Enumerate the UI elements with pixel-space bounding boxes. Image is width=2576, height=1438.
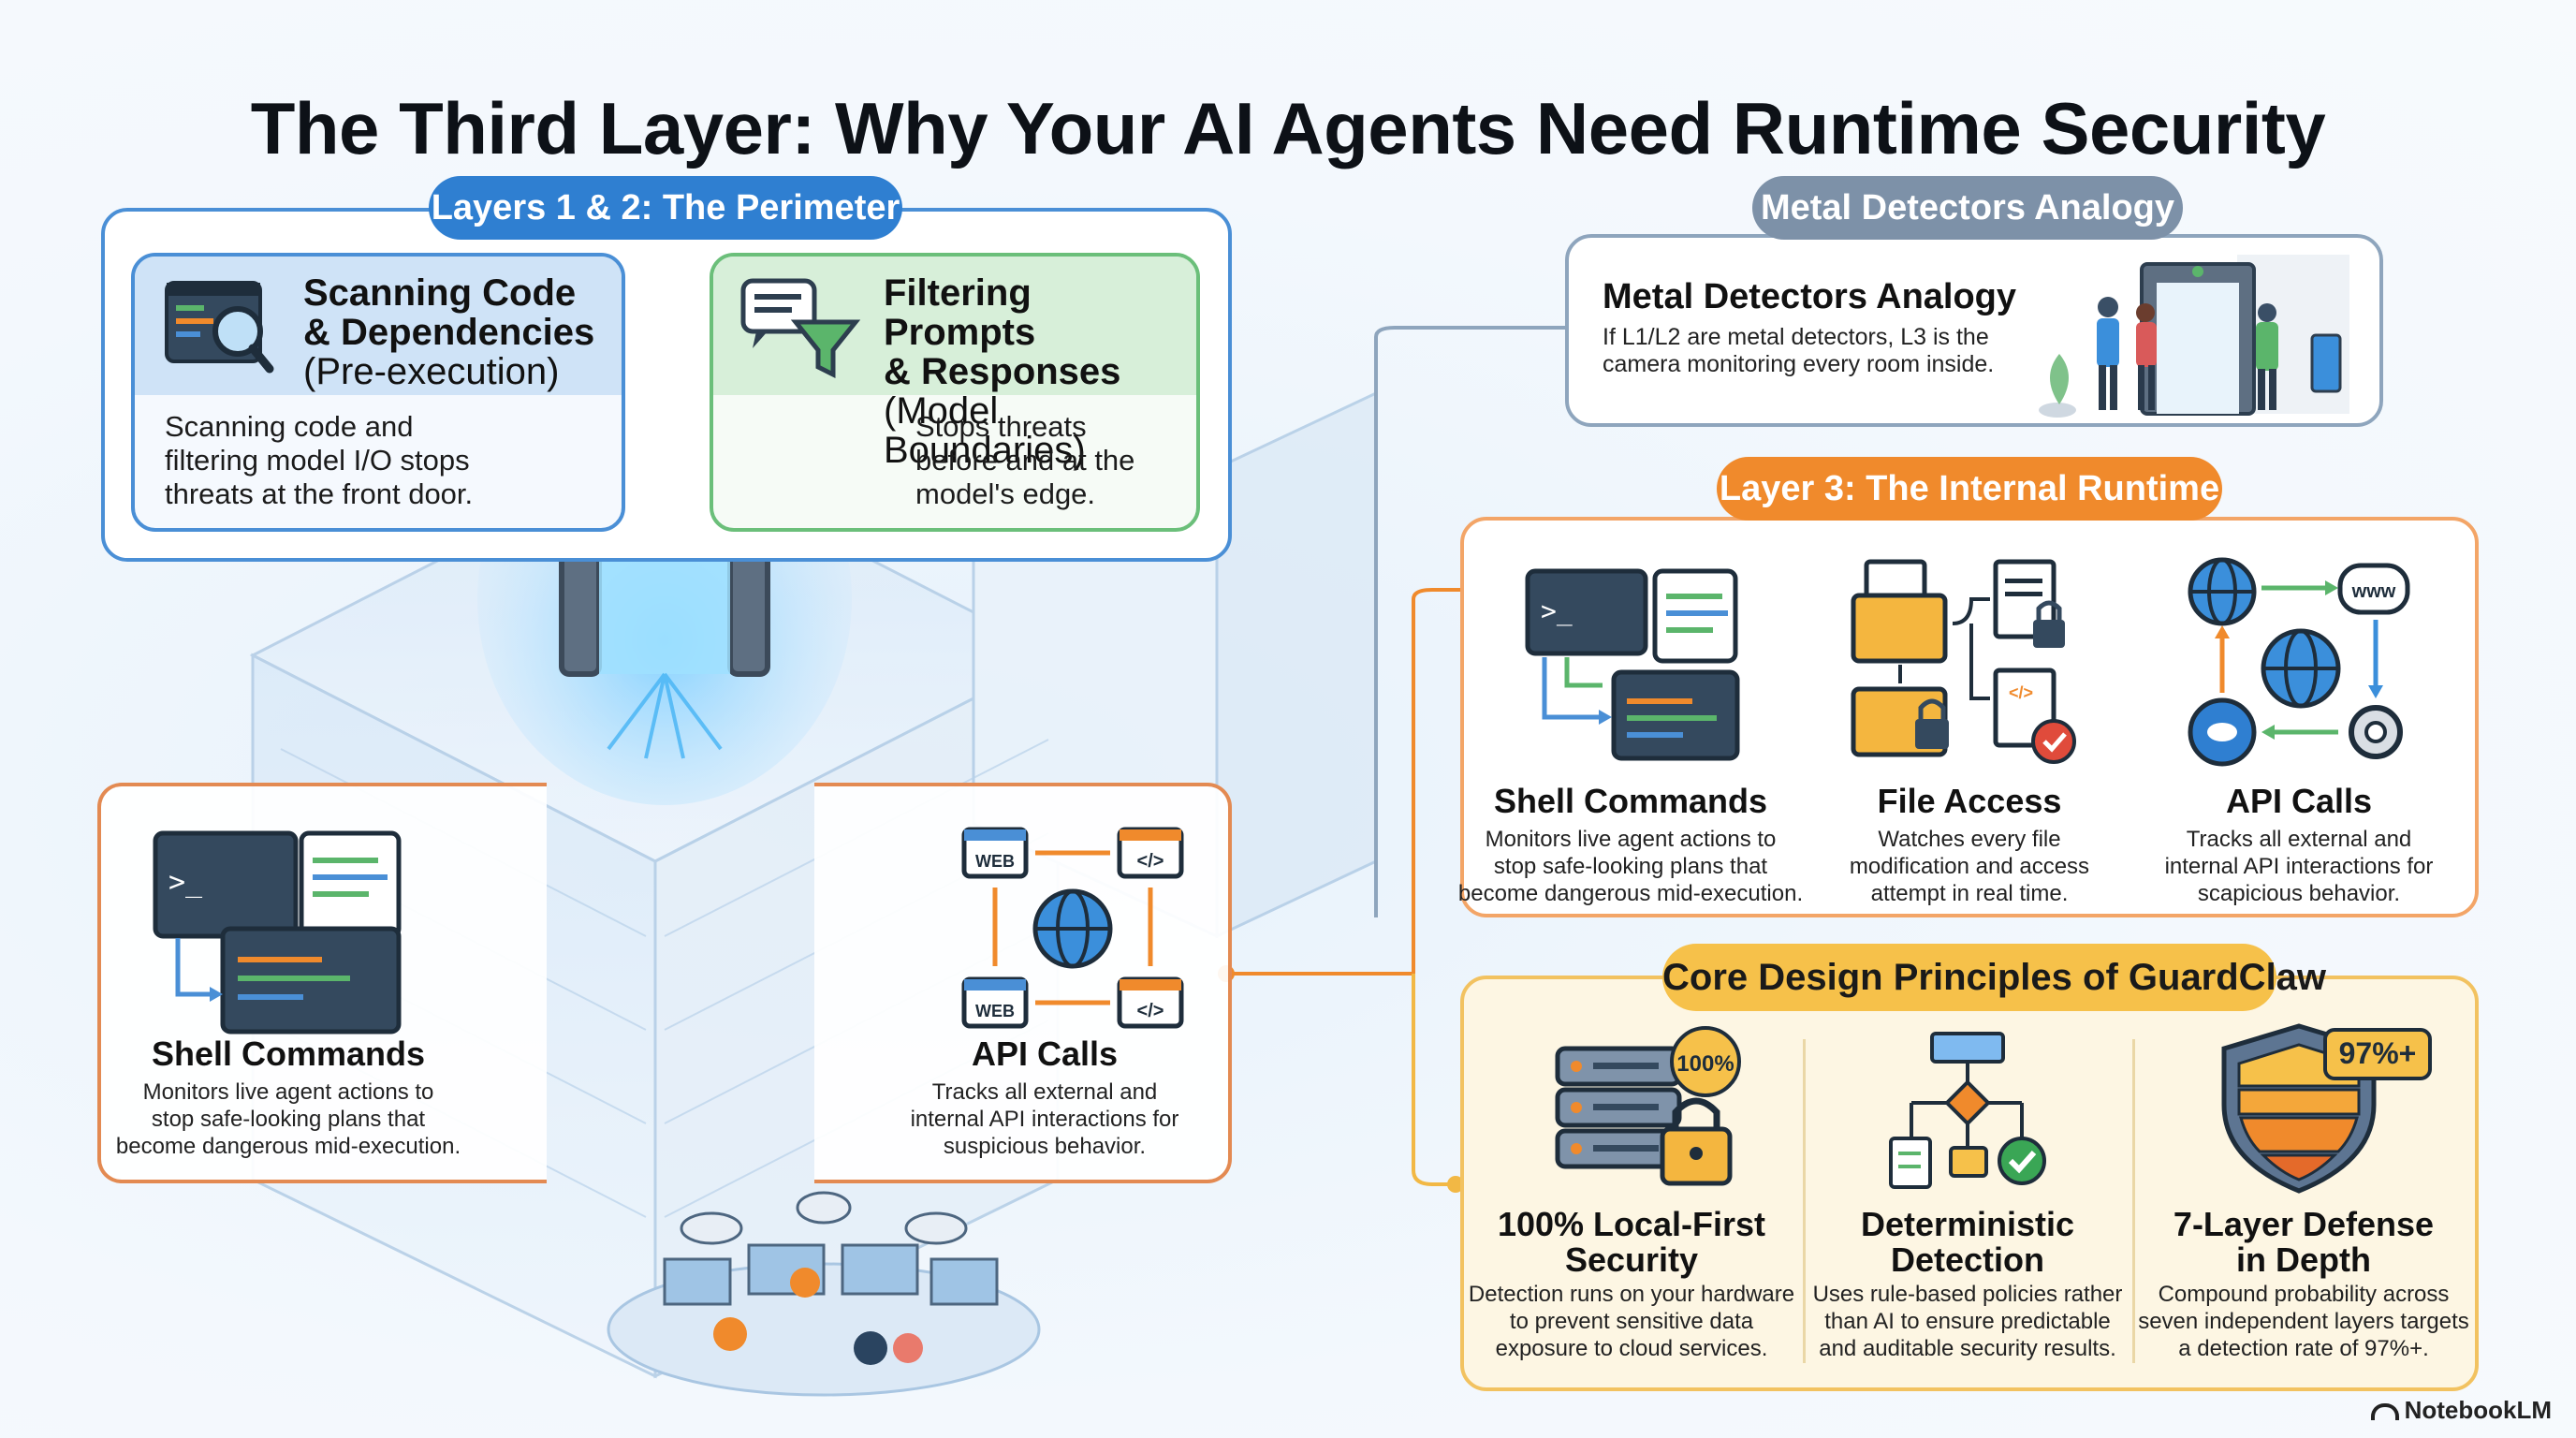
- api-globe-network-icon: www: [2188, 557, 2410, 767]
- connector-metal: [1374, 326, 1568, 917]
- defense-badge: 97%+: [2339, 1036, 2417, 1070]
- local-desc-line3: exposure to cloud services.: [1495, 1336, 1768, 1361]
- metal-detector-scene-icon: [2039, 255, 2349, 418]
- principles-divider-1: [1803, 1039, 1806, 1363]
- layer3-api-desc-line1: Tracks all external and: [2186, 827, 2412, 852]
- flowchart-check-icon: [1889, 1032, 2046, 1189]
- svg-text:>_: >_: [168, 866, 203, 899]
- filtering-title-line1: Filtering Prompts: [884, 272, 1036, 353]
- perimeter-pill: Layers 1 & 2: The Perimeter: [429, 176, 902, 240]
- api-network-icon: WEB </> WEB </>: [961, 827, 1184, 1029]
- filtering-body-line3: model's edge.: [915, 477, 1096, 510]
- connector-layer3: [1226, 588, 1460, 976]
- web-label-bottom: WEB: [975, 1002, 1015, 1020]
- www-label: www: [2351, 581, 2396, 602]
- defense-title-line1: 7-Layer Defense: [2173, 1205, 2435, 1243]
- web-label-top: WEB: [975, 852, 1015, 871]
- scanning-body-line3: threats at the front door.: [165, 477, 474, 510]
- local-title-line2: Security: [1564, 1240, 1699, 1279]
- principles-divider-2: [2132, 1039, 2135, 1363]
- deterministic-title-line1: Deterministic: [1860, 1205, 2075, 1243]
- layer3-file-desc-line2: modification and access: [1849, 854, 2090, 879]
- local-desc-line1: Detection runs on your hardware: [1468, 1282, 1795, 1307]
- filtering-body-line1: Stops threats: [915, 410, 1087, 443]
- left-api-callout: WEB </> WEB </> API Calls Tracks all ext…: [814, 783, 1232, 1183]
- brand-label: NotebookLM: [2404, 1396, 2552, 1424]
- left-api-desc-line3: suspicious behavior.: [943, 1134, 1147, 1159]
- left-shell-desc-line2: stop safe-looking plans that: [151, 1107, 426, 1132]
- scanning-sub: (Pre-execution): [303, 351, 560, 392]
- metal-desc-line2: camera monitoring every room inside.: [1603, 351, 1995, 377]
- monitoring-room-illustration: [607, 1191, 1041, 1397]
- filtering-body-line2: before and at the: [915, 444, 1135, 477]
- connector-dot-principles: [1447, 1176, 1464, 1193]
- filtering-title-line2: & Responses: [884, 351, 1121, 392]
- filtering-sub: (Model Boundaries): [884, 390, 1086, 471]
- layer3-api-desc-line2: internal API interactions for: [2164, 854, 2434, 879]
- page-title: The Third Layer: Why Your AI Agents Need…: [250, 87, 2326, 170]
- code-label-top: </>: [1137, 851, 1164, 872]
- scanning-title-line2: & Dependencies: [303, 312, 595, 353]
- notebooklm-logo-icon: [2370, 1403, 2399, 1421]
- metal-desc-line1: If L1/L2 are metal detectors, L3 is the: [1603, 324, 1989, 350]
- code-label-bottom: </>: [1137, 1001, 1164, 1021]
- metal-pill: Metal Detectors Analogy: [1752, 176, 2183, 240]
- left-api-desc-line1: Tracks all external and: [931, 1079, 1158, 1105]
- deterministic-desc-line2: than AI to ensure predictable: [1824, 1309, 2111, 1334]
- layer3-shell-desc-line3: become dangerous mid-execution.: [1457, 881, 1804, 906]
- left-api-desc-line2: internal API interactions for: [910, 1107, 1179, 1132]
- defense-desc-line2: seven independent layers targets: [2138, 1309, 2469, 1334]
- scanning-title-line1: Scanning Code: [303, 272, 577, 314]
- server-lock-icon: 100%: [1555, 1026, 1741, 1186]
- local-badge: 100%: [1676, 1051, 1734, 1077]
- layered-shield-icon: 97%+: [2221, 1023, 2432, 1194]
- principles-pill: Core Design Principles of GuardClaw: [1662, 944, 2326, 1011]
- layer3-shell-desc-line2: stop safe-looking plans that: [1493, 854, 1768, 879]
- layer3-shell-desc-line1: Monitors live agent actions to: [1485, 827, 1777, 852]
- connector-principles: [1412, 974, 1456, 1186]
- local-title-line1: 100% Local-First: [1497, 1205, 1766, 1243]
- layer3-api-desc-line3: scapicious behavior.: [2197, 881, 2401, 906]
- defense-desc-line3: a detection rate of 97%+.: [2178, 1336, 2429, 1361]
- left-shell-callout: >_ Shell Commands Monitors live agent ac…: [97, 783, 547, 1183]
- shell-commands-icon: >_: [1525, 568, 1740, 761]
- defense-title-line2: in Depth: [2236, 1240, 2371, 1279]
- layer3-file-desc-line1: Watches every file: [1878, 827, 2061, 852]
- layer3-pill: Layer 3: The Internal Runtime: [1717, 457, 2222, 521]
- prompt-filter-icon: [740, 278, 861, 379]
- metal-title: Metal Detectors Analogy: [1603, 277, 2017, 316]
- local-desc-line2: to prevent sensitive data: [1509, 1309, 1754, 1334]
- left-api-title: API Calls: [971, 1034, 1119, 1073]
- filtering-card: Filtering Prompts & Responses (Model Bou…: [710, 253, 1200, 532]
- brand-footer: NotebookLM: [2370, 1396, 2552, 1425]
- deterministic-desc-line1: Uses rule-based policies rather: [1812, 1282, 2123, 1307]
- svg-text:>_: >_: [1541, 595, 1573, 627]
- defense-desc-line1: Compound probability across: [2158, 1282, 2450, 1307]
- scanning-body-line1: Scanning code and: [165, 410, 414, 443]
- left-shell-desc-line3: become dangerous mid-execution.: [115, 1134, 461, 1159]
- left-shell-title: Shell Commands: [151, 1034, 426, 1073]
- scanning-body-line2: filtering model I/O stops: [165, 444, 470, 477]
- svg-text:</>: </>: [2009, 683, 2033, 702]
- left-shell-desc-line1: Monitors live agent actions to: [142, 1079, 434, 1105]
- layer3-api-title: API Calls: [2225, 782, 2373, 820]
- deterministic-title-line2: Detection: [1890, 1240, 2045, 1279]
- file-access-icon: </>: [1851, 559, 2076, 764]
- scanning-card: Scanning Code & Dependencies (Pre-execut…: [131, 253, 625, 532]
- layer3-file-title: File Access: [1877, 782, 2062, 820]
- code-scan-icon: [165, 281, 274, 374]
- layer3-shell-title: Shell Commands: [1493, 782, 1768, 820]
- deterministic-desc-line3: and auditable security results.: [1819, 1336, 2116, 1361]
- terminal-windows-icon: >_: [153, 830, 402, 1034]
- layer3-file-desc-line3: attempt in real time.: [1870, 881, 2069, 906]
